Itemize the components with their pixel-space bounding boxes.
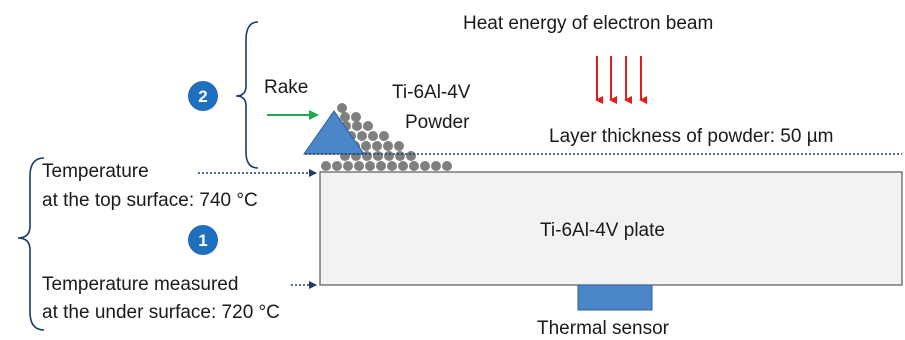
under-temp-label-line1: Temperature measured xyxy=(42,274,238,295)
powder-particle xyxy=(394,141,404,151)
rake-label: Rake xyxy=(264,77,308,98)
heat-energy-label: Heat energy of electron beam xyxy=(463,13,713,34)
powder-particle xyxy=(351,112,361,122)
powder-particle xyxy=(384,151,394,161)
plate-label: Ti-6Al-4V plate xyxy=(540,220,665,241)
under-temp-label-line2: at the under surface: 720 °C xyxy=(42,302,280,323)
powder-particle xyxy=(395,151,405,161)
svg-text:1: 1 xyxy=(198,231,207,250)
titanium-plate xyxy=(319,171,903,286)
powder-particle xyxy=(365,161,375,171)
powder-particle xyxy=(363,121,373,131)
powder-particle xyxy=(406,151,416,161)
powder-particle xyxy=(340,112,350,122)
powder-particle xyxy=(332,161,342,171)
powder-particle xyxy=(383,141,393,151)
powder-particle xyxy=(398,161,408,171)
step2-brace xyxy=(235,21,259,169)
layer-thickness-label: Layer thickness of powder: 50 µm xyxy=(549,126,833,147)
powder-particle xyxy=(379,131,389,141)
powder-particle xyxy=(420,161,430,171)
powder-particle xyxy=(321,161,331,171)
top-temp-label-line1: Temperature xyxy=(42,161,149,182)
powder-particle xyxy=(409,161,419,171)
powder-particle xyxy=(357,131,367,141)
powder-particle xyxy=(387,161,397,171)
thermal-sensor xyxy=(577,284,653,311)
top-temp-label-line2: at the top surface: 740 °C xyxy=(42,190,258,211)
powder-particle xyxy=(361,141,371,151)
powder-particle xyxy=(337,103,347,113)
thermal-sensor-label: Thermal sensor xyxy=(537,318,670,339)
powder-particle xyxy=(442,161,452,171)
powder-particle xyxy=(354,161,364,171)
powder-particle xyxy=(373,151,383,161)
powder-particle xyxy=(352,121,362,131)
step1-brace xyxy=(17,157,45,331)
step2-badge: 2 xyxy=(188,81,218,111)
powder-particle xyxy=(368,131,378,141)
electron-beam-arrows xyxy=(595,56,647,104)
powder-particle xyxy=(376,161,386,171)
powder-particle xyxy=(343,161,353,171)
powder-label-line1: Ti-6Al-4V xyxy=(392,82,471,103)
svg-text:2: 2 xyxy=(198,87,207,106)
step1-badge: 1 xyxy=(188,225,218,255)
powder-particle xyxy=(372,141,382,151)
powder-label-line2: Powder xyxy=(405,112,470,133)
powder-particle xyxy=(431,161,441,171)
